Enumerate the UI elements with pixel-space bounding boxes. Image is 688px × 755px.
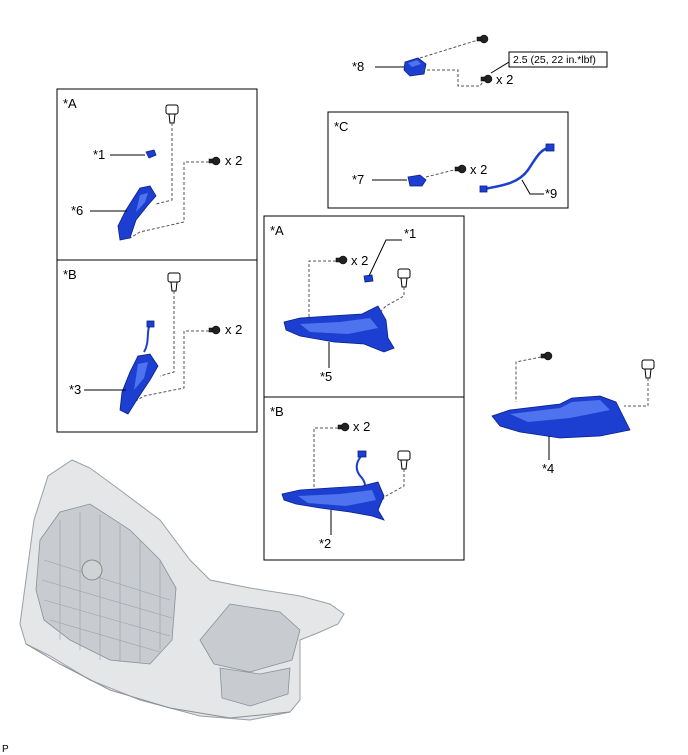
dash-a-bolt [129,161,209,239]
emblem-icon [81,559,103,581]
torque-spec: 2.5 (25, 22 in.*lbf) [513,54,596,66]
clip-icon [397,268,411,288]
corner-mark: P [2,744,9,755]
callout-8: *8 [352,59,364,74]
callout-7: *7 [352,172,364,187]
box-b-mid [263,396,465,561]
callout-2: *2 [319,536,331,551]
dash-4-clip [624,378,649,407]
box-label-b-mid: *B [270,404,284,419]
bolt-icon [480,74,493,84]
dash-c-bolt [425,169,455,178]
callout-9: *9 [545,186,557,201]
bolt-icon [454,164,467,174]
qty-a-left: x 2 [225,153,242,168]
bracket-part-8 [403,57,427,77]
part-7-socket [407,174,427,187]
part-4-undercover [491,395,631,439]
callout-5: *5 [320,369,332,384]
part-2-fog-lamp-with-wire [281,450,385,521]
callout-1-left: *1 [93,147,105,162]
dash-b-bolt [133,330,209,403]
dash-8-bolt-bot [422,69,485,87]
qty-8: x 2 [496,72,513,87]
clip-icon [165,104,179,124]
box-a-left [56,88,258,261]
dash-a-clip [155,123,173,205]
part-5-fog-lamp-cover [283,305,395,353]
box-label-a-mid: *A [270,223,284,238]
clip-icon [397,450,411,470]
leader-1-mid [368,239,402,277]
box-c [327,111,569,209]
box-b-left [56,259,258,433]
qty-b-left: x 2 [225,322,242,337]
front-bumper-illustration [19,459,345,721]
dash-4-bolt [515,356,542,402]
bolt-icon [476,34,489,44]
leader-torque [490,61,510,74]
callout-3: *3 [69,382,81,397]
callout-4: *4 [542,461,554,476]
part-6-bracket [117,185,157,241]
qty-b-mid: x 2 [353,419,370,434]
bolt-icon [337,422,350,432]
bolt-icon [208,325,221,335]
box-label-c: *C [334,119,348,134]
dash-a-mid-bolt [308,260,336,320]
grille-mesh [41,512,173,662]
leader-9 [521,179,544,195]
qty-a-mid: x 2 [351,253,368,268]
bolt-icon [540,351,553,361]
callout-6: *6 [71,203,83,218]
part-1-small-clip [145,149,157,159]
callout-1-mid: *1 [404,226,416,241]
box-label-a-left: *A [63,96,77,111]
clip-icon [167,272,181,292]
qty-c: x 2 [470,162,487,177]
torque-box [508,51,608,68]
dash-b-mid-bolt [313,427,338,492]
bolt-icon [335,255,348,265]
part-3-lamp-with-wire [119,320,159,415]
part-9-wire-harness [479,143,555,193]
dash-b-clip [159,291,175,377]
box-a-mid [263,215,465,398]
clip-icon [641,359,655,379]
bolt-icon [208,156,221,166]
box-label-b-left: *B [63,267,77,282]
part-1-small-clip [363,274,374,283]
dash-8-bolt-top [419,39,479,59]
